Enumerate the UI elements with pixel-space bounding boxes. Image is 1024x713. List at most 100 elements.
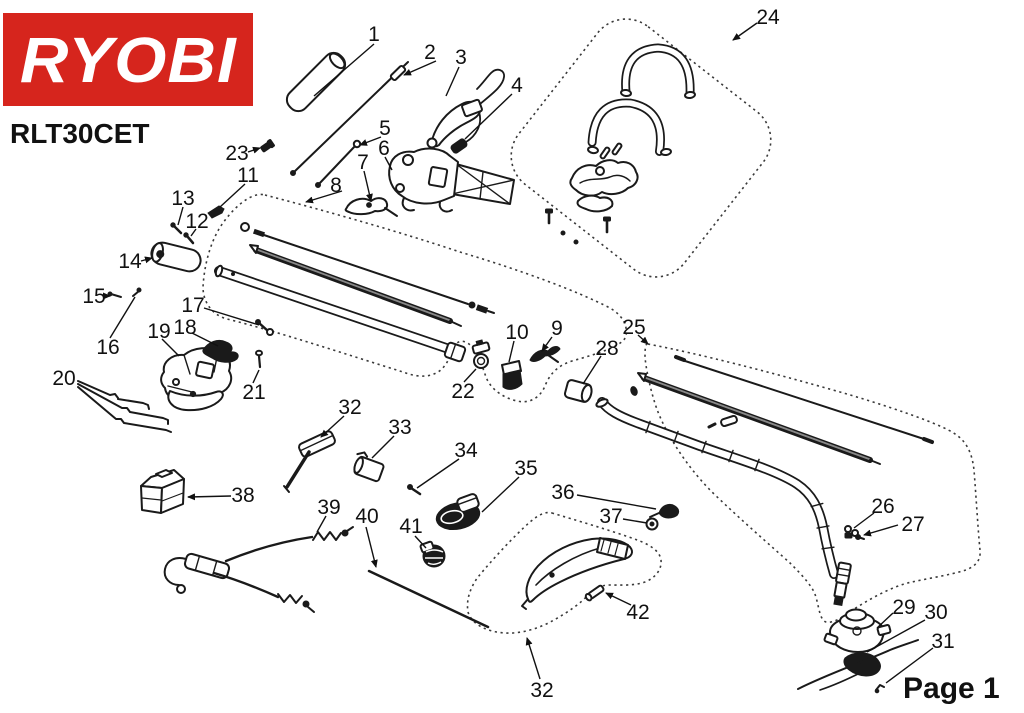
throttle-cable-rod	[290, 61, 409, 176]
region-handle-kit-24	[510, 18, 772, 278]
t-wrench-32	[283, 430, 336, 493]
bolt-17	[255, 319, 274, 336]
callout-37: 37	[599, 505, 622, 528]
callout-26: 26	[871, 495, 894, 518]
hanger-bracket-22	[471, 339, 491, 369]
bolt-34	[407, 484, 422, 496]
callout-11: 11	[237, 164, 259, 187]
callout-34: 34	[454, 439, 478, 462]
lower-shaft-parts	[595, 355, 934, 579]
callout-35: 35	[514, 457, 537, 480]
callout-27: 27	[901, 513, 924, 536]
nut-37	[645, 517, 659, 531]
deflector-guard	[521, 537, 633, 610]
bump-knob-41	[419, 540, 446, 568]
pin-16	[132, 287, 142, 297]
callout-5: 5	[379, 117, 391, 140]
callout-30: 30	[924, 601, 947, 624]
region-upper-shaft	[202, 193, 628, 403]
screw-27	[855, 534, 865, 540]
screw-21	[255, 349, 263, 369]
callout-36: 36	[551, 481, 574, 504]
region-deflector-32	[466, 511, 662, 634]
lower-drive-shaft	[674, 355, 934, 444]
bracket-11	[207, 205, 225, 219]
handle-pins	[599, 142, 623, 160]
brand-text: RYOBI	[19, 23, 237, 96]
callout-4: 4	[511, 74, 523, 97]
bushing-28	[563, 379, 593, 403]
leader-lines	[103, 22, 934, 684]
lock-lever-9	[529, 346, 561, 363]
callout-13: 13	[171, 187, 194, 210]
handle-clamp	[569, 159, 639, 213]
callout-3: 3	[455, 46, 467, 69]
line-rod-40	[367, 569, 490, 629]
callout-23: 23	[225, 142, 248, 165]
handle-kit-parts	[545, 43, 696, 245]
callout-6: 6	[378, 137, 390, 160]
callout-15: 15	[82, 285, 105, 308]
callout-22: 22	[451, 380, 474, 403]
trigger-18	[202, 339, 239, 363]
callout-1: 1	[368, 23, 380, 46]
screw-42	[584, 584, 605, 602]
gearbox-housing-19	[160, 347, 233, 412]
callout-39: 39	[317, 496, 340, 519]
cable-end-connector	[450, 138, 468, 154]
callout-19: 19	[147, 320, 170, 343]
bolt-12	[183, 232, 195, 245]
callout-31: 31	[931, 630, 954, 653]
ryobi-logo: RYOBI	[3, 13, 253, 106]
foam-grip	[285, 51, 347, 113]
trimmer-line-30	[797, 639, 919, 691]
callout-12: 12	[185, 210, 208, 233]
callout-41: 41	[399, 515, 422, 538]
callout-21: 21	[242, 381, 265, 404]
upper-handle	[620, 43, 696, 100]
callout-17: 17	[181, 294, 204, 317]
curved-boom-tube	[595, 397, 839, 579]
coupler-tube-14	[150, 241, 202, 273]
callout-24: 24	[756, 6, 780, 29]
spline-connector	[833, 561, 852, 607]
callout-28: 28	[595, 337, 618, 360]
callout-14: 14	[118, 250, 142, 273]
lower-handle	[587, 98, 672, 157]
drive-shaft-thin	[252, 228, 495, 314]
callout-40: 40	[355, 505, 378, 528]
callout-labels: 1 2 3 4 5 6 7 8 9 10 11 12 13 14 15 16 1…	[52, 6, 954, 702]
callout-10: 10	[505, 321, 528, 344]
battery-pack-38	[140, 469, 185, 514]
callout-9: 9	[551, 317, 563, 340]
cables-20	[77, 380, 172, 433]
upper-shaft-parts	[214, 222, 495, 363]
coupler-knob-10	[501, 360, 523, 390]
callout-2: 2	[424, 41, 436, 64]
callout-18: 18	[173, 316, 196, 339]
string-head-29	[823, 608, 892, 653]
inner-liner-rod	[249, 244, 462, 327]
callout-42: 42	[626, 601, 649, 624]
sleeve-33	[353, 451, 385, 483]
spool-housing-35	[435, 493, 481, 531]
callout-25: 25	[622, 316, 645, 339]
upper-boom-tube	[214, 264, 467, 363]
callout-38: 38	[231, 484, 254, 507]
callout-29: 29	[892, 596, 915, 619]
lower-liner-rod	[637, 372, 881, 465]
callout-20: 20	[52, 367, 75, 390]
shift-rod	[315, 139, 362, 188]
callout-32-wrench: 32	[338, 396, 361, 419]
callout-8: 8	[330, 174, 342, 197]
screw-23	[260, 139, 275, 153]
line-hook-31	[874, 684, 885, 694]
callout-32-guard: 32	[530, 679, 553, 702]
cable-hook-36	[649, 503, 680, 519]
engine-mount-assembly	[388, 147, 515, 213]
cable-assembly-39	[163, 526, 354, 613]
page-number: Page 1	[903, 672, 1000, 705]
callout-7: 7	[357, 151, 369, 174]
